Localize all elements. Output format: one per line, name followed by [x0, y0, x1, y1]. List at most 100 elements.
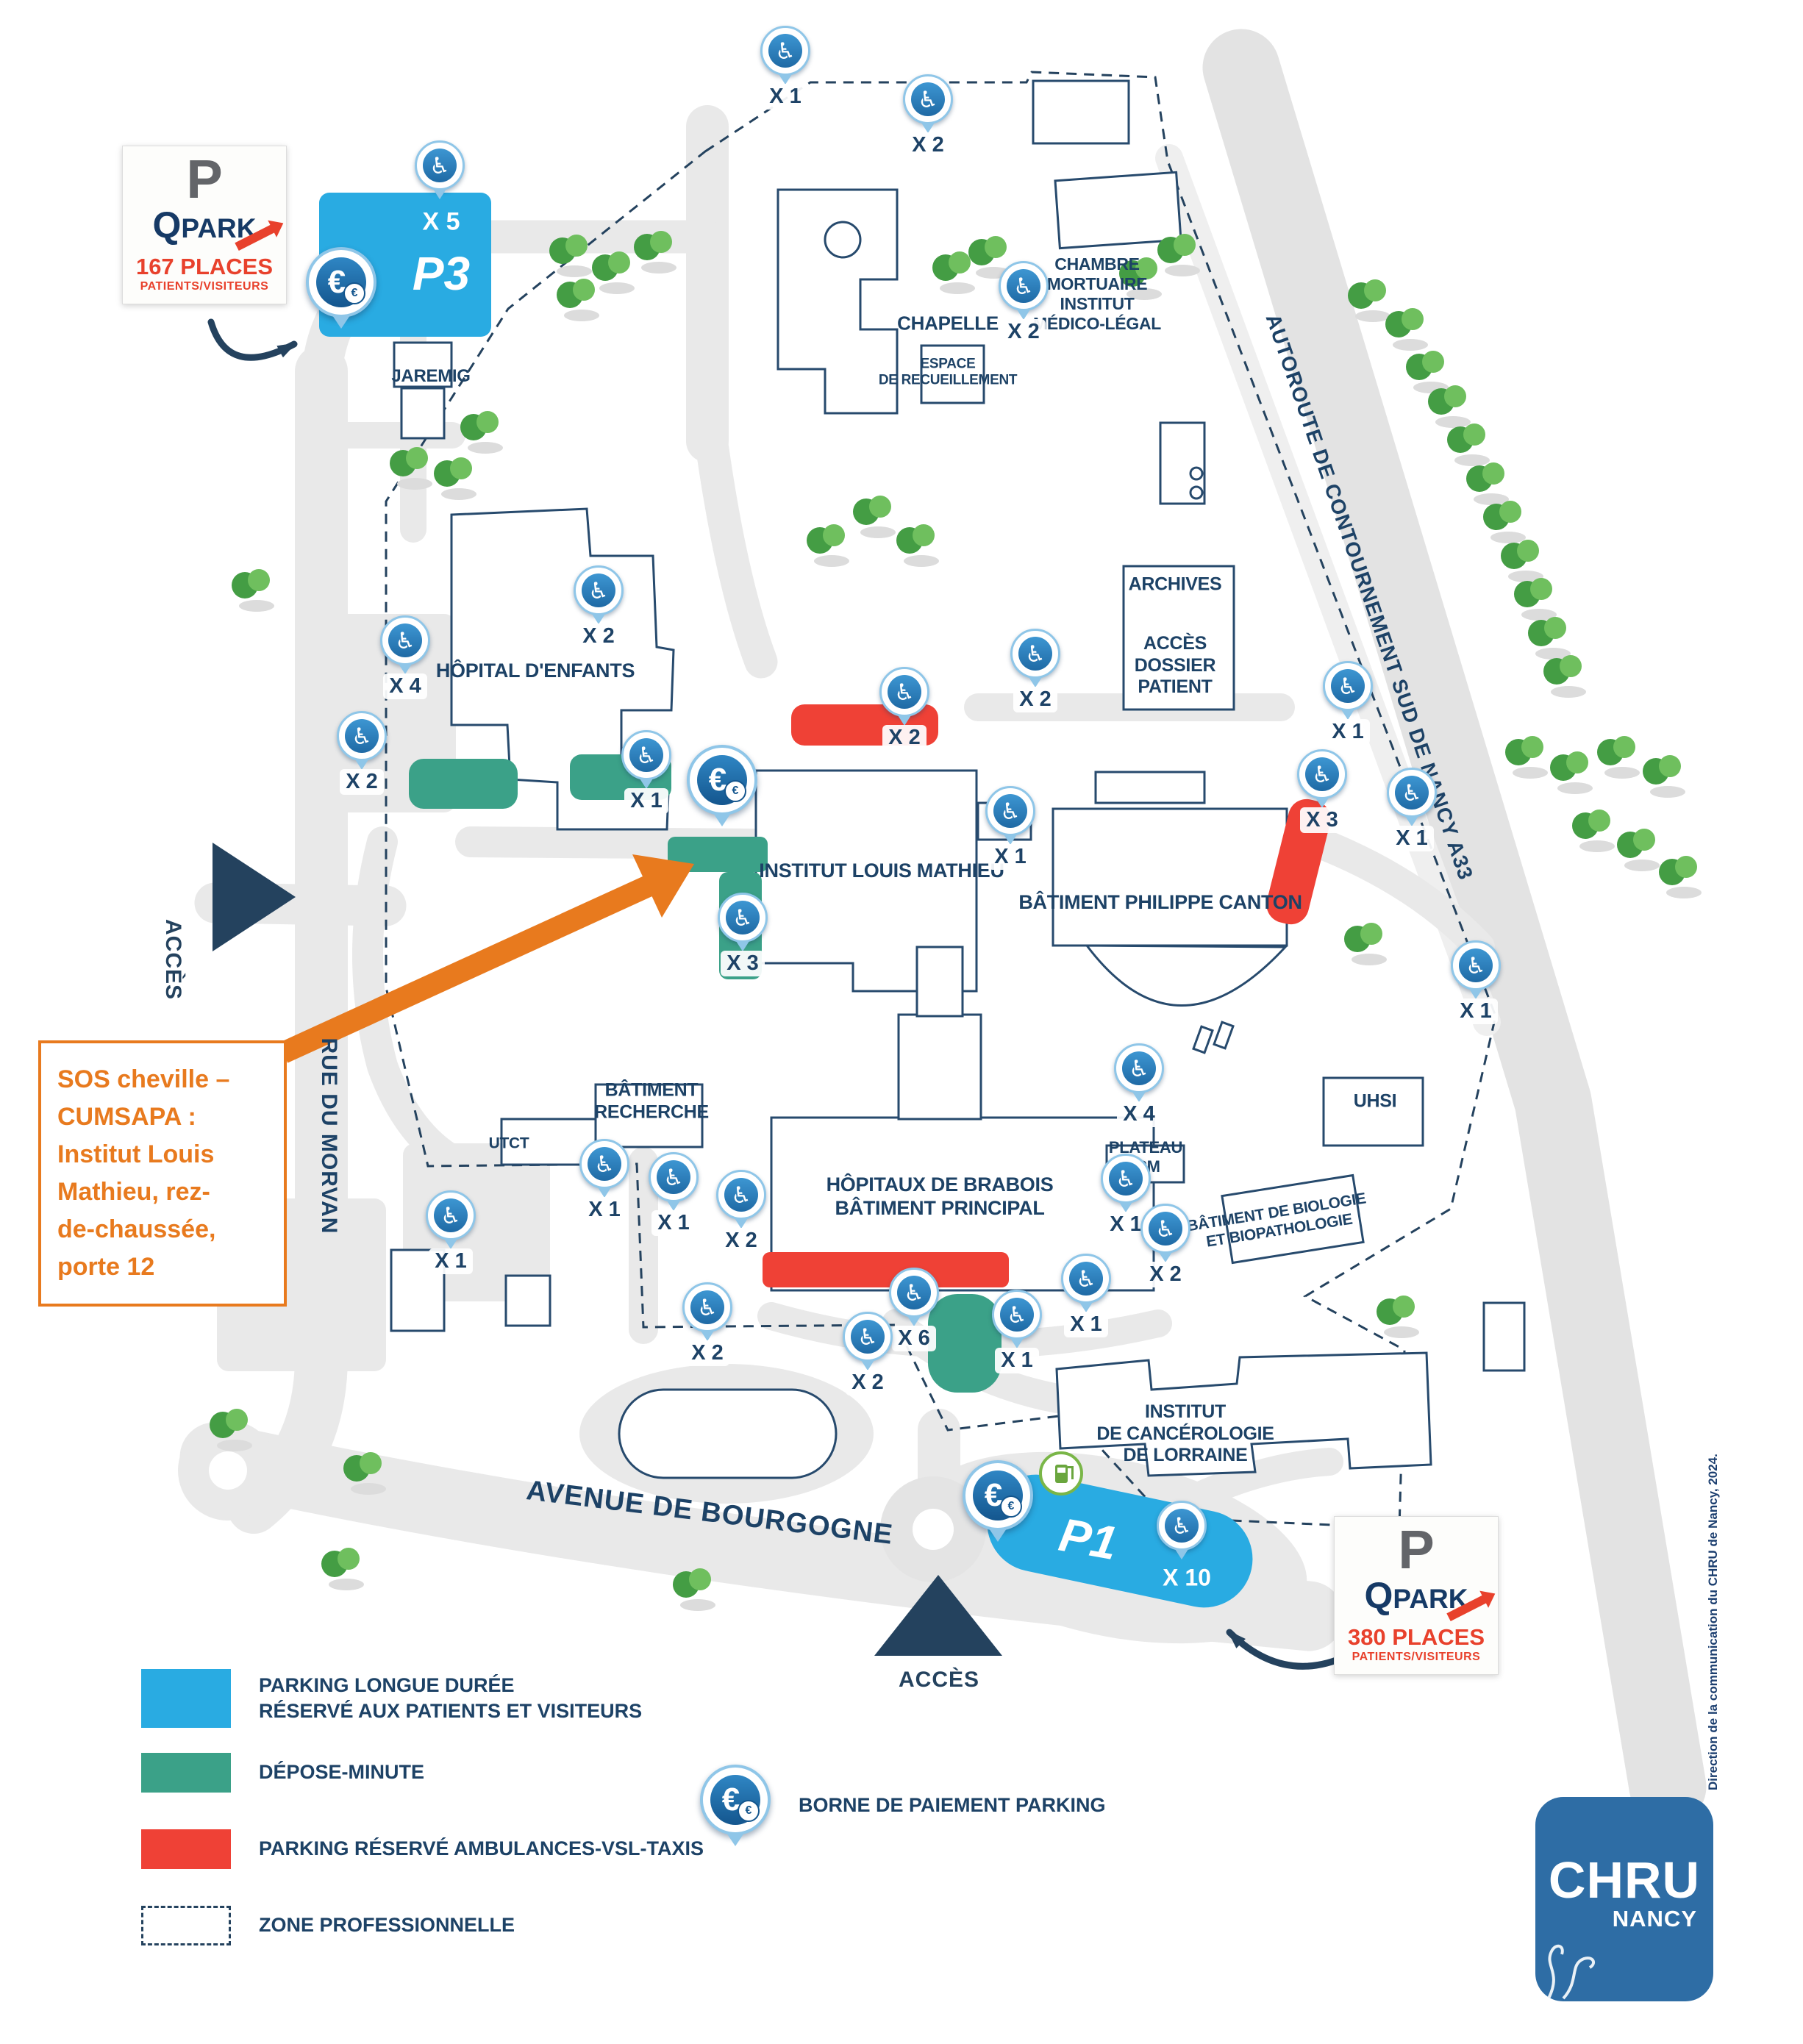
disabled-parking-pin: ♿ X 2	[903, 74, 953, 158]
payment-terminal-icon: €€	[700, 1765, 771, 1846]
disabled-parking-pin: ♿X 2	[716, 1170, 766, 1254]
wheelchair-icon: ♿	[574, 565, 624, 615]
pin-tail	[598, 1187, 611, 1198]
payment-terminal-pin: €€	[963, 1460, 1033, 1542]
disabled-parking-pin: ♿	[415, 140, 465, 199]
disabled-count-label: X 2	[1143, 1262, 1188, 1287]
disabled-parking-pin: ♿X 1	[621, 730, 671, 814]
disabled-parking-pin: ♿	[1157, 1501, 1207, 1559]
legend-swatch-red	[141, 1829, 231, 1869]
disabled-parking-pin: ♿ X 4	[1114, 1043, 1164, 1127]
euro-icon: €€	[306, 247, 376, 318]
pin-tail	[1119, 1202, 1132, 1212]
disabled-parking-pin: ♿X 1	[760, 26, 810, 110]
disabled-parking-pin: ♿X 2	[1140, 1204, 1190, 1287]
wheelchair-icon: ♿	[843, 1312, 893, 1362]
disabled-parking-pin: ♿ X 1	[579, 1139, 629, 1223]
legend-item-long-term: PARKING LONGUE DURÉE RÉSERVÉ AUX PATIENT…	[141, 1669, 642, 1728]
pin-tail	[907, 1316, 921, 1326]
disabled-parking-pin: ♿ X 1	[1323, 661, 1373, 745]
pin-tail	[1132, 1092, 1146, 1102]
disabled-parking-pin: ♿X 2	[682, 1282, 732, 1366]
disabled-parking-pin: ♿X 2	[999, 261, 1049, 345]
disabled-count-label: X 1	[582, 1197, 626, 1223]
disabled-count-label: X 1	[1326, 719, 1370, 745]
legend-depose-label: DÉPOSE-MINUTE	[259, 1761, 425, 1784]
disabled-count-label: X 2	[882, 725, 927, 751]
wheelchair-icon: ♿	[999, 261, 1049, 311]
euro-icon: €€	[700, 1765, 771, 1835]
access-bottom-label: ACCÈS	[898, 1668, 980, 1692]
building-label: ESPACE DE RECUEILLEMENT	[878, 356, 1018, 388]
disabled-count-label: X 1	[1104, 1212, 1148, 1237]
euro-icon: €€	[687, 745, 757, 815]
building-label: JAREMIG	[391, 365, 471, 386]
wheelchair-icon: ♿	[579, 1139, 629, 1189]
disabled-count-label: X 2	[906, 132, 950, 158]
logo-line1: CHRU	[1548, 1851, 1701, 1909]
pin-tail	[1004, 835, 1017, 845]
p3-audience: PATIENTS/VISITEURS	[140, 280, 269, 293]
legend-zone-pro-label: ZONE PROFESSIONNELLE	[259, 1914, 515, 1937]
p3-places-count: 167 PLACES	[135, 254, 274, 280]
fuel-station-icon	[1039, 1451, 1083, 1496]
disabled-count-label: X 4	[1117, 1101, 1161, 1127]
building-label: INSTITUT LOUIS MATHIEU	[759, 860, 1004, 882]
wheelchair-icon: ♿	[649, 1152, 699, 1202]
wheelchair-icon: ♿	[1297, 749, 1347, 799]
legend-swatch-dashed	[141, 1906, 231, 1945]
pin-tail	[1010, 1338, 1024, 1348]
wheelchair-icon: ♿	[879, 667, 929, 717]
wheelchair-icon: ♿	[380, 615, 430, 665]
disabled-count-label: X 3	[721, 951, 765, 976]
pin-tail	[444, 1239, 457, 1249]
disabled-count-label: X 1	[1390, 826, 1434, 851]
pin-tail	[1315, 798, 1329, 808]
pin-tail	[726, 1833, 744, 1846]
parking-p-icon: P	[1398, 1519, 1435, 1580]
disabled-parking-pin: ♿ X 1	[1101, 1154, 1151, 1237]
annotation-box: SOS cheville – CUMSAPA : Institut Louis …	[38, 1040, 287, 1307]
qpark-logo-q: Q	[1364, 1575, 1393, 1617]
wheelchair-icon: ♿	[1101, 1154, 1151, 1204]
disabled-count-label: X 1	[763, 84, 807, 110]
pin-tail	[355, 760, 368, 770]
disabled-parking-pin: ♿ X 1	[985, 786, 1035, 870]
wheelchair-icon: ♿	[903, 74, 953, 124]
wheelchair-icon: ♿	[1061, 1254, 1111, 1304]
legend-swatch-green	[141, 1753, 231, 1793]
logo-line2: NANCY	[1612, 1906, 1697, 1932]
wheelchair-icon: ♿	[1387, 768, 1437, 818]
buildings	[390, 79, 1526, 1479]
parking-p1-label: P1	[1055, 1507, 1121, 1570]
access-arrow-bottom-icon	[874, 1575, 1002, 1656]
disabled-count-label: X 1	[988, 844, 1032, 870]
annotation-arrow	[278, 854, 694, 1063]
wheelchair-icon: ♿	[426, 1190, 476, 1240]
wheelchair-icon: ♿	[337, 711, 387, 761]
pin-tail	[898, 715, 911, 726]
pin-tail	[1341, 710, 1354, 720]
legend-payment-label: BORNE DE PAIEMENT PARKING	[799, 1793, 1106, 1816]
disabled-count-label: X 1	[651, 1210, 696, 1236]
access-arrow-left-icon	[213, 843, 296, 951]
disabled-parking-pin: ♿ X 2	[879, 667, 929, 751]
pin-tail	[1469, 989, 1482, 999]
chru-nancy-logo: CHRU NANCY	[1535, 1797, 1713, 2001]
pin-tail	[701, 1331, 714, 1341]
wheelchair-icon: ♿	[1323, 661, 1373, 711]
legend-ambulance-label: PARKING RÉSERVÉ AMBULANCES-VSL-TAXIS	[259, 1837, 704, 1860]
pin-tail	[1405, 816, 1418, 826]
wheelchair-icon: ♿	[716, 1170, 766, 1220]
pin-tail	[779, 74, 792, 85]
building-label: UHSI	[1353, 1090, 1397, 1112]
wheelchair-icon: ♿	[1114, 1043, 1164, 1093]
logo-swirl-icon	[1547, 1944, 1596, 2000]
pin-tail	[736, 941, 749, 951]
wheelchair-icon: ♿	[985, 786, 1035, 836]
wheelchair-icon: ♿	[621, 730, 671, 780]
legend-swatch-blue	[141, 1669, 231, 1728]
